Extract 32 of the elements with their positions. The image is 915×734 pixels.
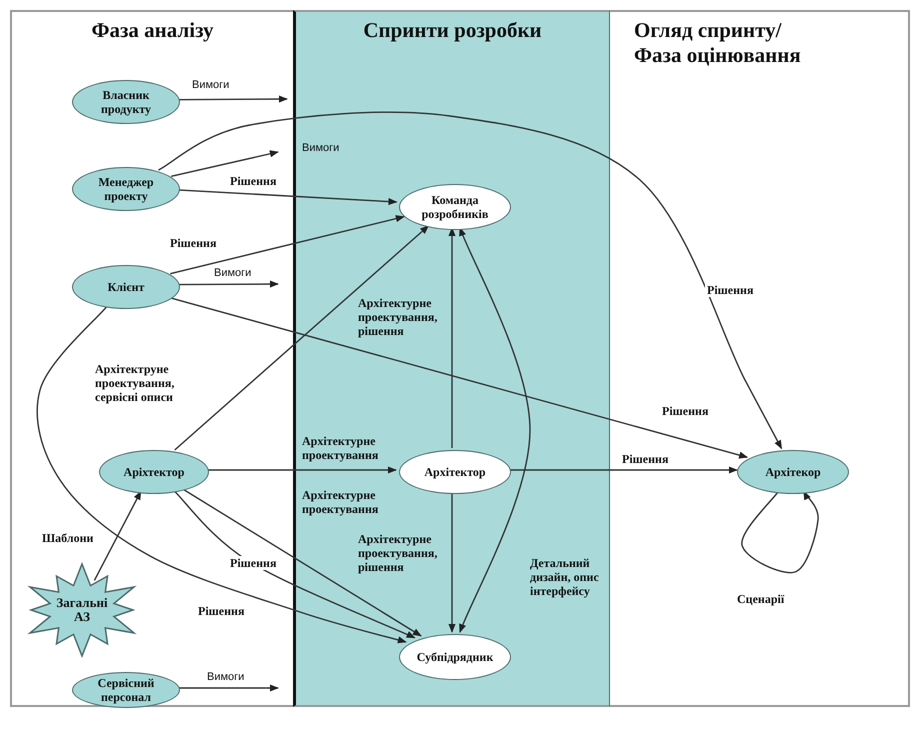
arrow bbox=[170, 215, 405, 274]
arrow bbox=[178, 280, 279, 288]
role-ellipse: Менеджер проекту bbox=[72, 167, 180, 211]
arrow bbox=[94, 490, 142, 581]
swimlane bbox=[610, 10, 910, 707]
arrow bbox=[36, 305, 407, 644]
arrow bbox=[174, 225, 430, 451]
lane-heading: Огляд спринту/ Фаза оцінювання bbox=[634, 18, 802, 68]
role-ellipse: Архітекор bbox=[737, 450, 849, 494]
arrow bbox=[171, 150, 279, 177]
role-ellipse: Субпідрядник bbox=[399, 634, 511, 680]
role-ellipse: Команда розробників bbox=[399, 184, 511, 230]
arrow bbox=[508, 466, 738, 474]
arrow bbox=[158, 112, 782, 450]
edge-label: Детальний дизайн, опис інтерфейсу bbox=[529, 556, 600, 598]
role-ellipse: Архітектор bbox=[399, 450, 511, 494]
arrow bbox=[741, 490, 819, 574]
arrow bbox=[448, 227, 456, 448]
swimlane bbox=[293, 10, 610, 707]
swimlane bbox=[10, 10, 293, 707]
node-label: Загальні АЗ bbox=[55, 596, 109, 624]
role-ellipse: Власник продукту bbox=[72, 80, 180, 124]
arrow bbox=[207, 466, 397, 474]
arrow bbox=[177, 189, 398, 206]
lane-heading: Фаза аналізу bbox=[90, 18, 215, 43]
lane-heading: Спринти розробки bbox=[362, 18, 543, 43]
role-ellipse: Сервісний персонал bbox=[72, 672, 180, 708]
arrow bbox=[448, 492, 456, 633]
role-ellipse: Аріхтектор bbox=[99, 450, 209, 494]
arrow bbox=[178, 684, 279, 692]
arrow bbox=[178, 95, 288, 103]
role-ellipse: Клієнт bbox=[72, 265, 180, 309]
